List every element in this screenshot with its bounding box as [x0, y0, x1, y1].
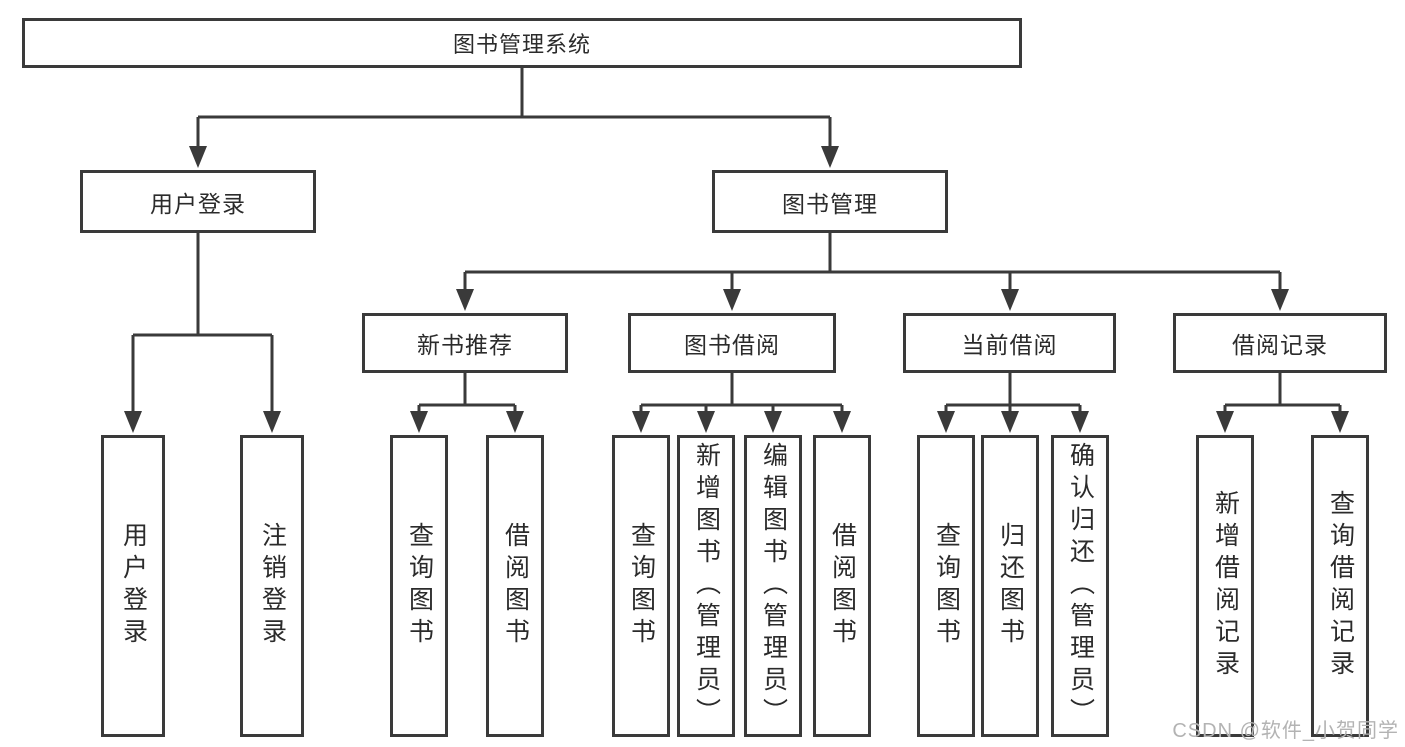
arrowhead-icons: [124, 146, 1349, 433]
leaf-query-books-current: 查询图书: [917, 435, 975, 737]
leaf-label: 用户登录: [119, 522, 148, 650]
leaf-return-books: 归还图书: [981, 435, 1039, 737]
node-new-book-recommend: 新书推荐: [362, 313, 568, 373]
leaf-label: 新增图书（管理员）: [692, 442, 721, 730]
node-borrow-record: 借阅记录: [1173, 313, 1387, 373]
leaf-label: 注销登录: [258, 522, 287, 650]
node-user-login: 用户登录: [80, 170, 316, 233]
leaf-label: 查询借阅记录: [1326, 490, 1355, 682]
leaf-label: 借阅图书: [501, 522, 530, 650]
leaf-query-books-borrow: 查询图书: [612, 435, 670, 737]
leaf-query-borrow-record: 查询借阅记录: [1311, 435, 1369, 737]
node-book-management: 图书管理: [712, 170, 948, 233]
leaf-query-books-recommend: 查询图书: [390, 435, 448, 737]
leaf-label: 借阅图书: [828, 522, 857, 650]
leaf-confirm-return-admin: 确认归还（管理员）: [1051, 435, 1109, 737]
leaf-label: 查询图书: [627, 522, 656, 650]
watermark: CSDN @软件_小贺同学: [1172, 720, 1399, 742]
node-book-borrow: 图书借阅: [628, 313, 836, 373]
node-current-borrow: 当前借阅: [903, 313, 1116, 373]
leaf-label: 编辑图书（管理员）: [759, 442, 788, 730]
leaf-label: 查询图书: [405, 522, 434, 650]
leaf-edit-books-admin: 编辑图书（管理员）: [744, 435, 802, 737]
leaf-label: 查询图书: [932, 522, 961, 650]
leaf-label: 确认归还（管理员）: [1066, 442, 1095, 730]
leaf-label: 新增借阅记录: [1211, 490, 1240, 682]
leaf-borrow-books: 借阅图书: [813, 435, 871, 737]
node-root-library-system: 图书管理系统: [22, 18, 1022, 68]
leaf-logout: 注销登录: [240, 435, 304, 737]
leaf-borrow-books-recommend: 借阅图书: [486, 435, 544, 737]
leaf-label: 归还图书: [996, 522, 1025, 650]
leaf-add-books-admin: 新增图书（管理员）: [677, 435, 735, 737]
leaf-user-login: 用户登录: [101, 435, 165, 737]
leaf-add-borrow-record: 新增借阅记录: [1196, 435, 1254, 737]
